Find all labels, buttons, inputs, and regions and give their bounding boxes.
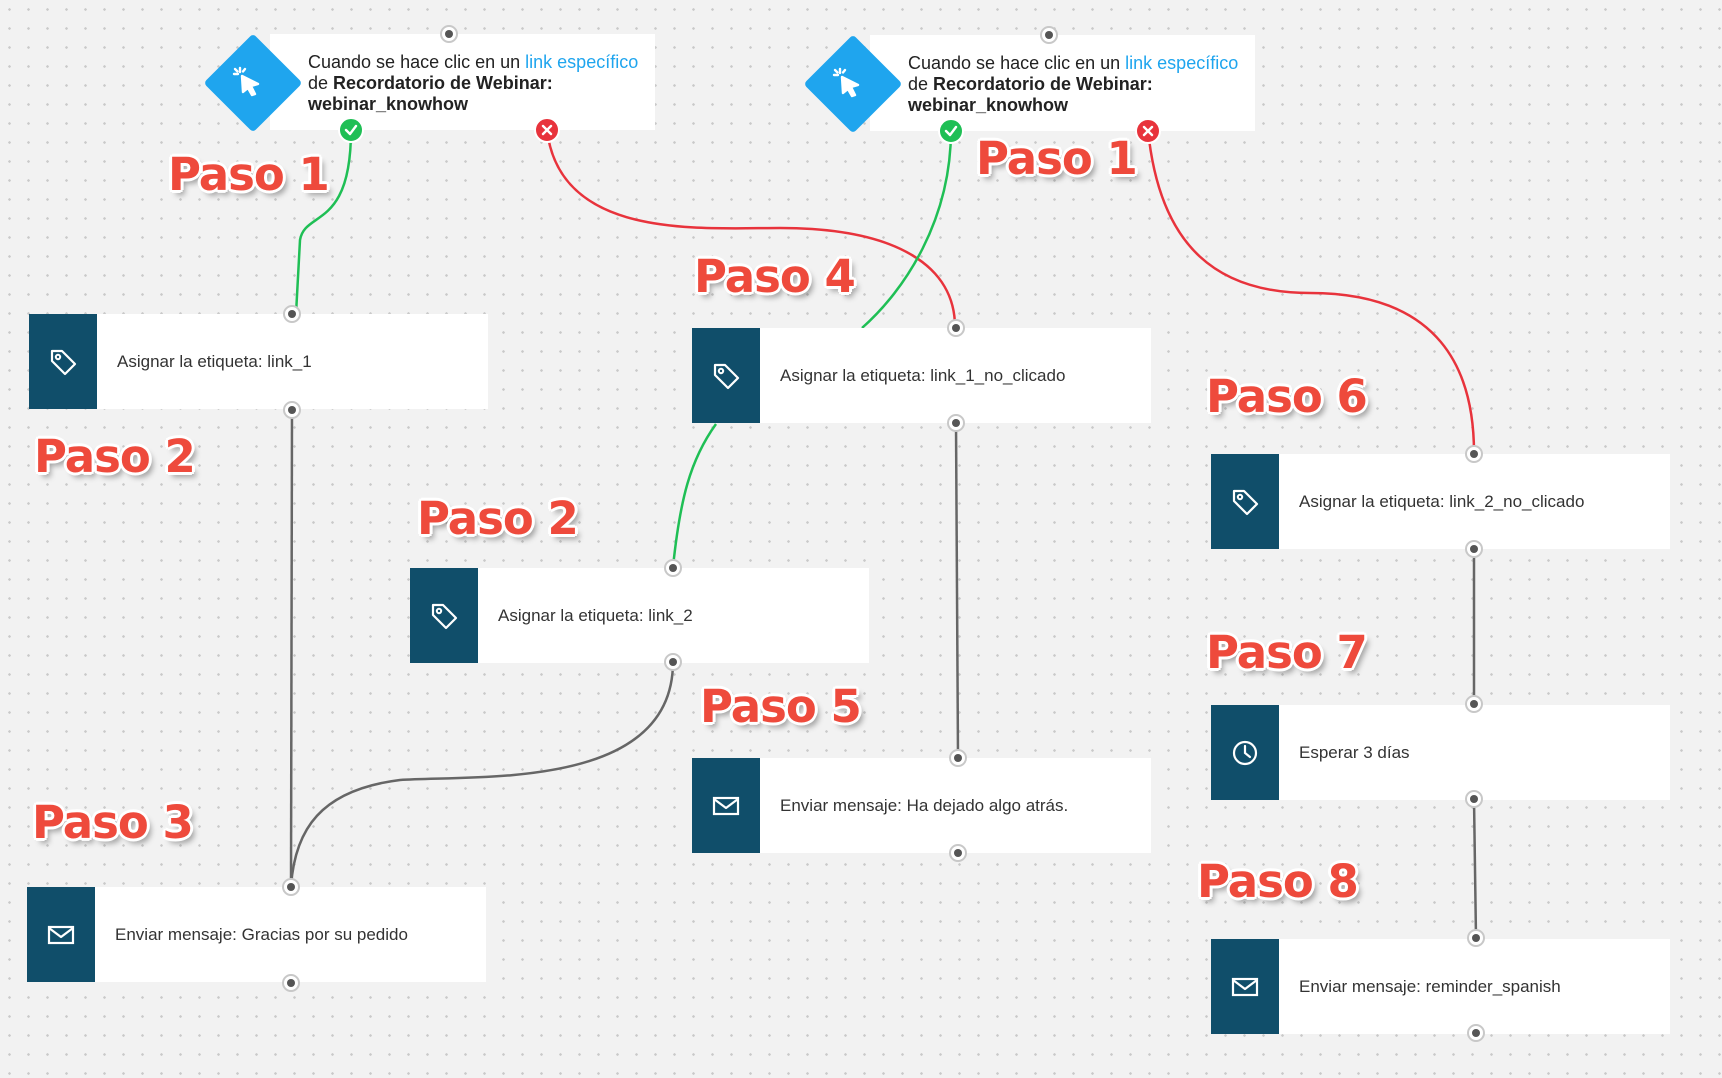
node-label: Asignar la etiqueta: link_1 [117, 351, 312, 371]
input-port[interactable] [440, 25, 458, 43]
node-label: Enviar mensaje: Ha dejado algo atrás. [780, 795, 1069, 815]
node-label: Asignar la etiqueta: link_2 [498, 605, 693, 625]
trigger-link[interactable]: link específico [525, 52, 639, 72]
connector-no-trigger1-to-link1-no [545, 129, 957, 328]
cursor-click-icon [232, 66, 260, 97]
node-label: Asignar la etiqueta: link_2_no_clicado [1299, 491, 1585, 511]
node-tag-link-1[interactable]: Asignar la etiqueta: link_1 [29, 314, 488, 409]
input-port[interactable] [1040, 26, 1058, 44]
trigger-link-click-1[interactable]: Cuando se hace clic en un link específic… [203, 33, 655, 133]
input-port[interactable] [949, 749, 967, 767]
node-icon-box [1211, 939, 1279, 1034]
output-port[interactable] [1465, 540, 1483, 558]
node-icon-box [410, 568, 478, 663]
node-label: Asignar la etiqueta: link_1_no_clicado [780, 365, 1066, 385]
step-label-paso-4: Paso 4 [694, 250, 856, 303]
node-message-reminder[interactable]: Enviar mensaje: reminder_spanish [1211, 939, 1670, 1034]
output-port[interactable] [664, 653, 682, 671]
input-port[interactable] [1467, 929, 1485, 947]
node-tag-link-2[interactable]: Asignar la etiqueta: link_2 [410, 568, 869, 663]
node-icon-box [692, 328, 760, 423]
envelope-icon [712, 796, 740, 815]
connector-no-trigger2-to-link2-no [1146, 129, 1476, 454]
connector-wait-to-reminder [1472, 798, 1478, 939]
connector-link1-to-gracias [289, 409, 294, 887]
output-port[interactable] [947, 414, 965, 432]
output-port[interactable] [1465, 790, 1483, 808]
connector-yes-trigger1-to-link1 [294, 129, 353, 315]
node-icon-box [27, 887, 95, 982]
node-icon-box [1211, 454, 1279, 549]
step-label-paso-2-mid: Paso 2 [417, 492, 579, 545]
node-icon-box [29, 314, 97, 409]
step-label-paso-6: Paso 6 [1206, 370, 1368, 423]
output-port[interactable] [1467, 1024, 1485, 1042]
step-label-paso-7: Paso 7 [1206, 626, 1368, 679]
node-icon-box [1211, 705, 1279, 800]
node-tag-link-1-no-clicado[interactable]: Asignar la etiqueta: link_1_no_clicado [692, 328, 1151, 423]
connector-link1no-to-atras [954, 422, 960, 759]
output-port[interactable] [282, 974, 300, 992]
trigger-text: Cuando se hace clic en un link específic… [908, 53, 1239, 115]
node-label: Enviar mensaje: reminder_spanish [1299, 976, 1561, 996]
trigger-link[interactable]: link específico [1125, 53, 1239, 73]
no-branch-x-icon[interactable] [1135, 118, 1161, 144]
input-port[interactable] [947, 319, 965, 337]
step-label-paso-2-left: Paso 2 [34, 430, 196, 483]
no-branch-x-icon[interactable] [534, 117, 560, 143]
tag-icon [713, 363, 740, 389]
step-label-paso-8: Paso 8 [1197, 855, 1359, 908]
input-port[interactable] [283, 305, 301, 323]
node-label: Esperar 3 días [1299, 742, 1410, 762]
input-port[interactable] [1465, 695, 1483, 713]
cursor-click-icon [832, 67, 860, 98]
envelope-icon [1231, 977, 1259, 996]
step-label-paso-1-right: Paso 1 [976, 132, 1138, 185]
step-label-paso-5: Paso 5 [700, 680, 862, 733]
node-wait[interactable]: Esperar 3 días [1211, 705, 1670, 800]
node-tag-link-2-no-clicado[interactable]: Asignar la etiqueta: link_2_no_clicado [1211, 454, 1670, 549]
input-port[interactable] [282, 878, 300, 896]
output-port[interactable] [283, 401, 301, 419]
output-port[interactable] [949, 844, 967, 862]
tag-icon [1232, 489, 1259, 515]
envelope-icon [47, 925, 75, 944]
node-message-gracias[interactable]: Enviar mensaje: Gracias por su pedido [27, 887, 486, 982]
step-label-paso-3: Paso 3 [32, 796, 194, 849]
trigger-text: Cuando se hace clic en un link específic… [308, 52, 639, 114]
input-port[interactable] [664, 559, 682, 577]
tag-icon [50, 349, 77, 375]
clock-icon [1232, 740, 1258, 765]
yes-branch-check-icon[interactable] [338, 117, 364, 143]
node-icon-box [692, 758, 760, 853]
node-label: Enviar mensaje: Gracias por su pedido [115, 924, 408, 944]
connector-link2-to-gracias [289, 661, 675, 887]
step-label-paso-1-left: Paso 1 [168, 148, 330, 201]
yes-branch-check-icon[interactable] [938, 118, 964, 144]
connector-yes-trigger2-to-link2 [671, 129, 953, 568]
input-port[interactable] [1465, 445, 1483, 463]
node-message-atras[interactable]: Enviar mensaje: Ha dejado algo atrás. [692, 758, 1151, 853]
tag-icon [431, 603, 458, 629]
trigger-link-click-2[interactable]: Cuando se hace clic en un link específic… [803, 34, 1255, 134]
